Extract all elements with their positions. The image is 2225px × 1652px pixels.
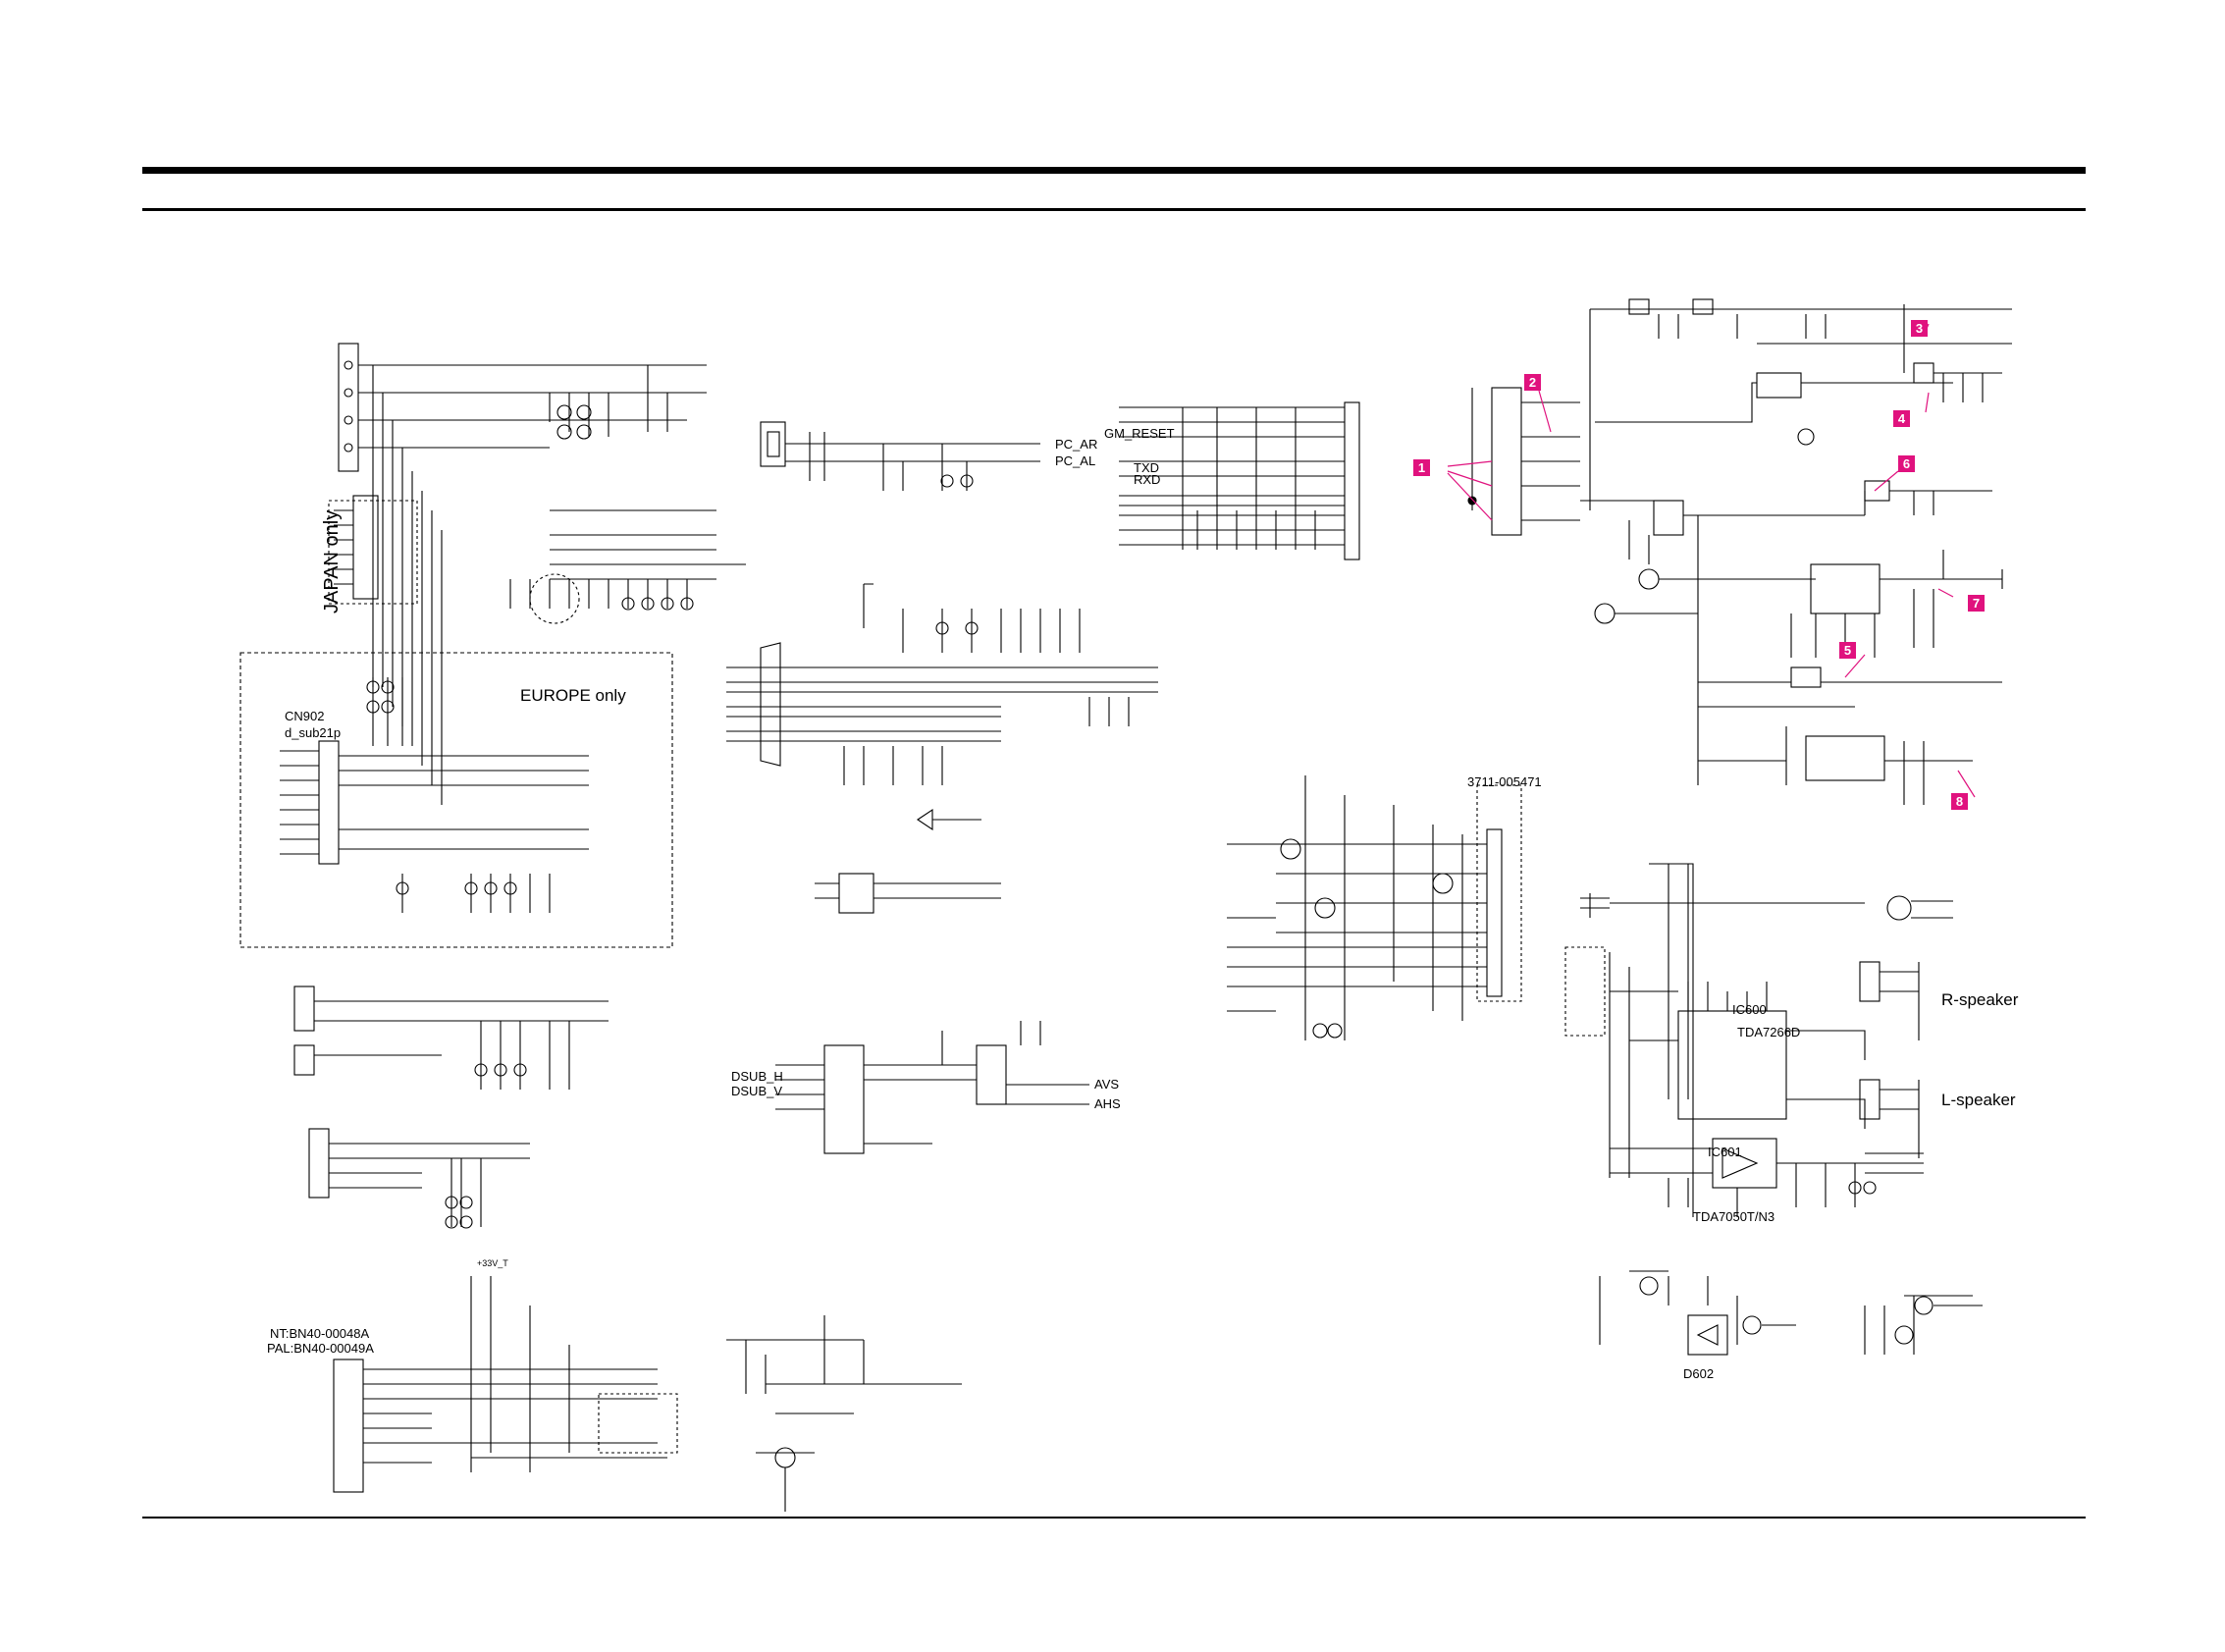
power-supply-block [1590, 299, 2012, 510]
dsub-input-block [726, 584, 1158, 913]
rxd-label: RXD [1134, 473, 1160, 486]
tda7050-label: TDA7050T/N3 [1693, 1210, 1775, 1223]
test-point-marker-8: 8 [1951, 793, 1968, 810]
test-point-marker-4: 4 [1893, 410, 1910, 427]
reset-block [726, 1315, 962, 1512]
video-input-block [294, 986, 609, 1228]
cn902-label: CN902 [285, 710, 324, 722]
ic601-label: IC601 [1708, 1146, 1742, 1158]
gm-reset-label: GM_RESET [1104, 427, 1175, 440]
pc-al-label: PC_AL [1055, 454, 1095, 467]
d-sub21p-label: d_sub21p [285, 726, 341, 739]
part-3711-label: 3711-005471 [1467, 775, 1542, 788]
d602-label: D602 [1683, 1367, 1714, 1380]
pc-ar-label: PC_AR [1055, 438, 1097, 451]
avs-label: AVS [1094, 1078, 1119, 1091]
test-point-marker-7: 7 [1968, 595, 1985, 612]
test-point-marker-5: 5 [1839, 642, 1856, 659]
ahs-label: AHS [1094, 1097, 1121, 1110]
sync-processor-block [775, 1021, 1089, 1153]
test-point-marker-1: 1 [1413, 459, 1430, 476]
test-point-marker-6: 6 [1898, 455, 1915, 472]
component-input-block [329, 344, 746, 805]
dsub-v-label: DSUB_V [731, 1085, 782, 1097]
europe-only-label: EUROPE only [520, 687, 626, 704]
pal-part-label: PAL:BN40-00049A [267, 1342, 374, 1355]
tda7266d-label: TDA7266D [1737, 1026, 1800, 1039]
japan-only-label: JAPAN only [322, 510, 342, 613]
regulator-chain-block [1468, 388, 2002, 805]
connector-3711-block [1227, 775, 1521, 1040]
marker-leaders [1448, 324, 1975, 797]
nt-part-label: NT:BN40-00048A [270, 1327, 369, 1340]
tuner-block [334, 1276, 677, 1492]
ic600-label: IC600 [1732, 1003, 1767, 1016]
dsub-h-label: DSUB_H [731, 1070, 783, 1083]
l-speaker-label: L-speaker [1941, 1092, 2016, 1108]
audio-amp-block [1565, 864, 1953, 1217]
pc-audio-block [761, 422, 1040, 491]
plus33v-label: +33V_T [477, 1259, 508, 1268]
test-point-marker-3: 3 [1911, 320, 1928, 337]
protection-block [1600, 1271, 1983, 1355]
test-point-marker-2: 2 [1524, 374, 1541, 391]
r-speaker-label: R-speaker [1941, 991, 2018, 1008]
